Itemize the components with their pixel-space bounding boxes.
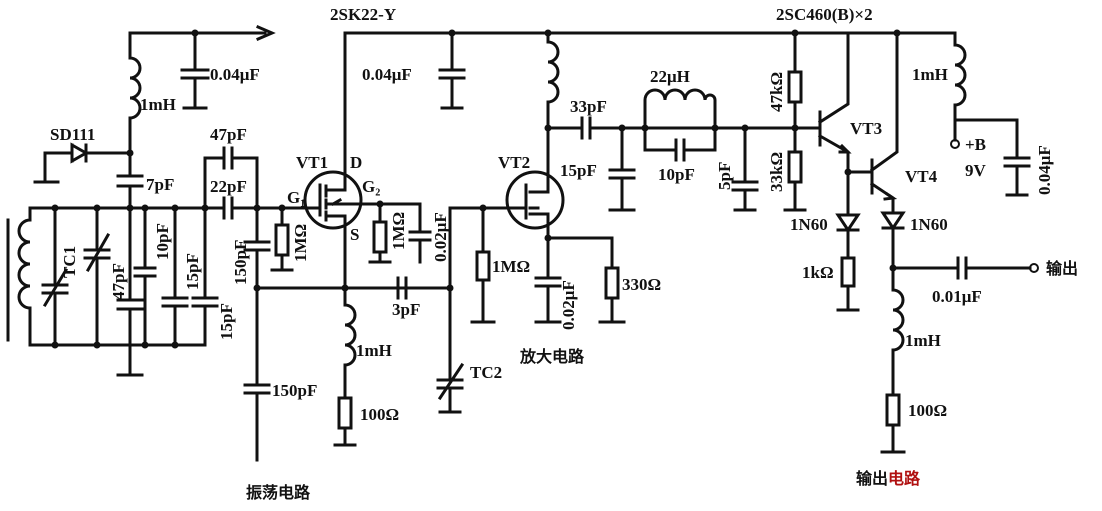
trimmer-label: TC1 [60,246,79,278]
junction-dots [51,29,901,349]
cap-label: 7pF [146,175,174,194]
cap-label: 150pF [272,381,317,400]
cap-label: 22pF [210,177,247,196]
cap-label: 150pF [231,240,250,285]
resistor-label: 1MΩ [291,224,310,262]
cap-label: 0.01μF [932,287,982,306]
transistor-label: VT2 [498,153,530,172]
cap-label: 10pF [153,223,172,260]
fet-part-label: 2SK22-Y [330,5,396,24]
transistor-label: VT4 [905,167,938,186]
resistor-label: 330Ω [622,275,661,294]
cap-label: 5pF [715,162,734,190]
cap-label: 15pF [217,303,236,340]
gate2-label: G₂ [362,177,380,196]
cap-label: 0.02μF [431,212,450,262]
cap-label: 0.04μF [362,65,412,84]
resistor-label: 100Ω [908,401,947,420]
cap-label: 0.04μF [210,65,260,84]
resistor-label: 47kΩ [767,72,786,112]
supply-voltage-label: 9V [965,161,987,180]
amplifier-section-label: 放大电路 [519,347,585,366]
output-section-label: 输出电路 [856,469,921,488]
section-labels: 放大电路 振荡电路 输出电路 [246,347,921,502]
cap-label: 47pF [109,263,128,300]
inductor-label: 22μH [650,67,690,86]
output-terminal-label: 输出 [1046,259,1078,278]
cap-label: 0.04μF [1035,145,1054,195]
resistor-label: 1MΩ [389,212,408,250]
cap-label: 3pF [392,300,420,319]
cap-label: 15pF [183,253,202,290]
resistor-label: 33kΩ [767,152,786,192]
cap-label: 0.02μF [559,280,578,330]
transistor-label: VT1 [296,153,328,172]
resistor-label: 1MΩ [492,257,530,276]
diode-label: 1N60 [910,215,948,234]
cap-label: 15pF [560,161,597,180]
inductor-label: 1mH [912,65,948,84]
oscillator-section-label: 振荡电路 [246,483,311,502]
bjt-part-label: 2SC460(B)×2 [776,5,873,24]
cap-label: 47pF [210,125,247,144]
supply-label: +B [965,135,986,154]
drain-label: D [350,153,362,172]
resistor-label: 1kΩ [802,263,834,282]
inductor-label: 1mH [356,341,392,360]
cap-label: 33pF [570,97,607,116]
resistor-label: 100Ω [360,405,399,424]
diode-label: 1N60 [790,215,828,234]
inductor-label: 1mH [140,95,176,114]
gate1-label: G₁ [287,188,305,207]
cap-label: 10pF [658,165,695,184]
source-label: S [350,225,359,244]
trimmer-label: TC2 [470,363,502,382]
transistor-label: VT3 [850,119,882,138]
inductor-label: 1mH [905,331,941,350]
diode-label: SD111 [50,125,95,144]
component-labels: 2SK22-Y 2SC460(B)×2 0.04μF 0.04μF 1mH SD… [50,5,1078,424]
